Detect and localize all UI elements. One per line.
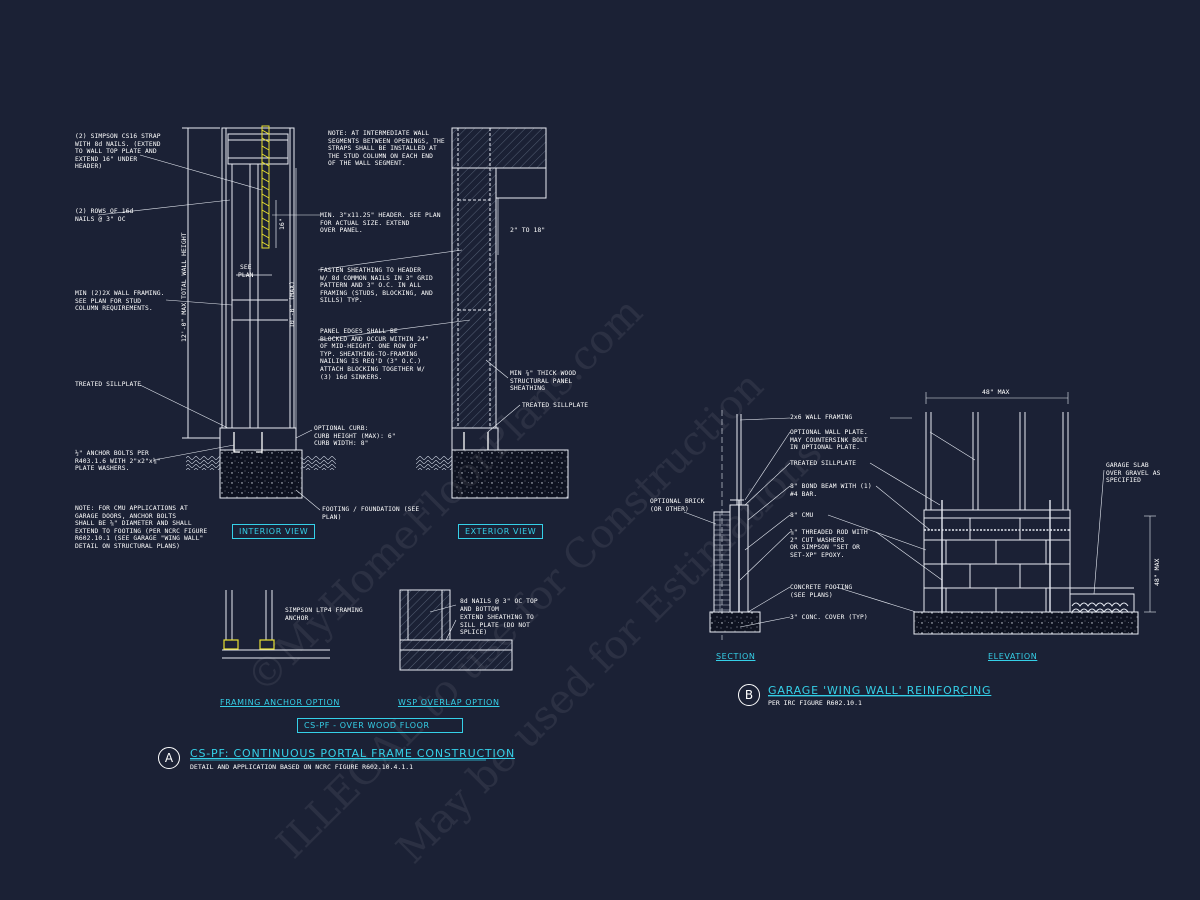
note-wood-panel: MIN ⅞" THICK WOOD STRUCTURAL PANEL SHEAT… <box>510 370 577 393</box>
note-cmu: NOTE: FOR CMU APPLICATIONS AT GARAGE DOO… <box>75 505 208 550</box>
dim-10ft-max: 10'-0" (MAX) <box>288 281 296 328</box>
note-b-threaded-rod: ⅝" THREADED ROD WITH 2" CUT WASHERS OR S… <box>790 529 868 559</box>
note-sillplate: TREATED SILLPLATE <box>75 381 142 388</box>
note-footing: FOOTING / FOUNDATION (SEE PLAN) <box>322 506 420 521</box>
note-b-bond-beam: 8" BOND BEAM WITH (1) #4 BAR. <box>790 483 872 498</box>
elevation-drawing <box>913 392 1156 635</box>
note-b-cmu: 8" CMU <box>790 512 814 519</box>
dim-2-to-18: 2" TO 18" <box>510 226 546 234</box>
detail-a-subtitle: DETAIL AND APPLICATION BASED ON NCRC FIG… <box>190 763 414 771</box>
note-panel-edges: PANEL EDGES SHALL BE BLOCKED AND OCCUR W… <box>320 328 429 381</box>
note-b-cover: 3" CONC. COVER (TYP) <box>790 614 868 621</box>
note-ext-sillplate: TREATED SILLPLATE <box>522 402 589 409</box>
note-b-garage-slab: GARAGE SLAB OVER GRAVEL AS SPECIFIED <box>1106 462 1161 485</box>
note-wall-framing: MIN (2)2X WALL FRAMING. SEE PLAN FOR STU… <box>75 290 165 313</box>
note-fasten-sheathing: FASTEN SHEATHING TO HEADER W/ 8d COMMON … <box>320 267 433 305</box>
note-anchor-bolts: ½" ANCHOR BOLTS PER R403.1.6 WITH 2"x2"x… <box>75 450 161 473</box>
label-wsp-overlap-option: WSP OVERLAP OPTION <box>398 698 500 707</box>
label-framing-anchor-option: FRAMING ANCHOR OPTION <box>220 698 341 707</box>
note-b-footing: CONCRETE FOOTING (SEE PLANS) <box>790 584 853 599</box>
label-interior-view: INTERIOR VIEW <box>232 524 316 539</box>
note-8d-nails: 8d NAILS @ 3" OC TOP AND BOTTOM <box>460 598 538 613</box>
note-b-brick: OPTIONAL BRICK (OR OTHER) <box>650 498 705 513</box>
note-intermediate-segments: NOTE: AT INTERMEDIATE WALL SEGMENTS BETW… <box>328 130 445 168</box>
detail-b-title: GARAGE 'WING WALL' REINFORCING <box>768 684 992 697</box>
framing-anchor-option-drawing <box>222 590 330 659</box>
section-drawing <box>709 410 761 640</box>
ltp4-anchors <box>223 639 275 650</box>
dim-16in: 16" <box>278 218 286 230</box>
note-extend-sheathing: EXTEND SHEATHING TO SILL PLATE (DO NOT S… <box>460 614 534 637</box>
detail-b-subtitle: PER IRC FIGURE R602.10.1 <box>768 699 862 707</box>
note-cs16-strap: (2) SIMPSON CS16 STRAP WITH 8d NAILS. (E… <box>75 133 161 171</box>
detail-b-marker: B <box>738 684 760 706</box>
note-b-sillplate: TREATED SILLPLATE <box>790 460 857 467</box>
label-exterior-view: EXTERIOR VIEW <box>458 524 544 539</box>
leader-lines-b <box>683 417 1105 628</box>
exterior-view-drawing <box>416 127 569 499</box>
label-section: SECTION <box>716 652 756 661</box>
note-ltp4: SIMPSON LTP4 FRAMING ANCHOR <box>285 607 363 622</box>
label-elevation: ELEVATION <box>988 652 1038 661</box>
dim-48-max: 48" MAX <box>982 388 1010 396</box>
note-header: MIN. 3"x11.25" HEADER. SEE PLAN FOR ACTU… <box>320 212 441 235</box>
detail-a-title: CS-PF: CONTINUOUS PORTAL FRAME CONSTRUCT… <box>190 747 515 760</box>
wsp-overlap-option-drawing <box>399 589 513 671</box>
label-over-wood-floor: CS-PF - OVER WOOD FLOOR <box>297 718 463 733</box>
dim-max-wall-height: 12'-0" MAX TOTAL WALL HEIGHT <box>180 232 188 342</box>
note-optional-curb: OPTIONAL CURB: CURB HEIGHT (MAX): 6" CUR… <box>314 425 396 448</box>
dim-see-plan: SEE PLAN <box>238 264 254 279</box>
cs16-strap <box>261 125 270 249</box>
dim-48-max-vertical: 48" MAX <box>1153 558 1161 586</box>
interior-view-drawing <box>182 127 336 499</box>
leader-lines-a <box>97 154 521 511</box>
detail-a-marker: A <box>158 747 180 769</box>
note-nail-rows: (2) ROWS OF 16d NAILS @ 3" OC <box>75 208 134 223</box>
note-b-2x6-framing: 2x6 WALL FRAMING <box>790 414 853 421</box>
note-b-wall-plate: OPTIONAL WALL PLATE. MAY COUNTERSINK BOL… <box>790 429 868 452</box>
